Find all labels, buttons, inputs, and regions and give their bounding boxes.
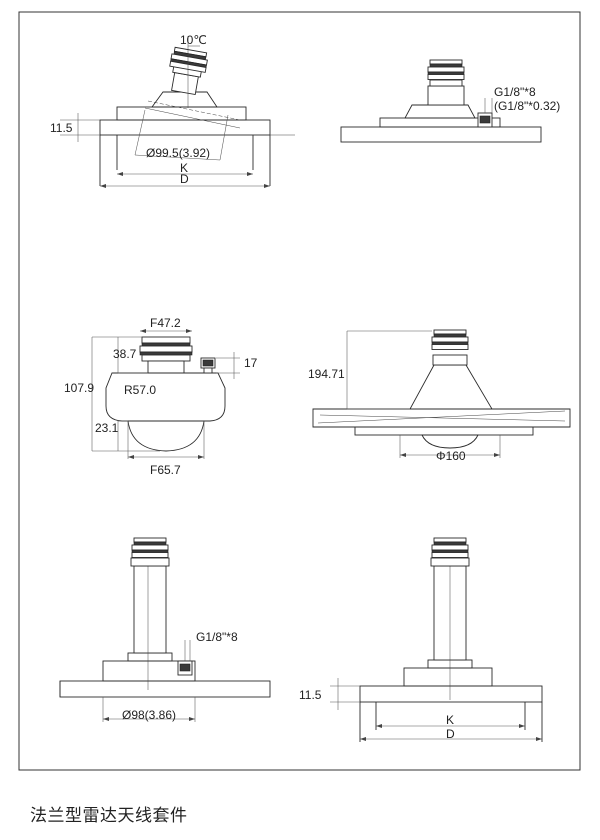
label-v2-thread-inch: (G1/8"*0.32) (494, 99, 560, 113)
label-v4-height: 194.71 (308, 367, 345, 381)
view-flange-tilted (60, 36, 295, 188)
label-angle: 10℃ (180, 33, 207, 47)
label-v2-thread: G1/8"*8 (494, 85, 536, 99)
view-sensor-dimensions (91, 329, 240, 459)
label-v5-diameter: Ø98(3.86) (122, 708, 176, 722)
label-v3-total-height: 107.9 (64, 381, 94, 395)
label-v1-k: K (180, 161, 188, 175)
label-v6-height: 11.5 (299, 688, 322, 702)
label-v4-diameter: Φ160 (436, 449, 466, 463)
view-horn-flange (312, 329, 571, 458)
view-tube-fitting (59, 537, 271, 722)
label-v1-d: D (180, 172, 189, 186)
label-v3-port-height: 17 (244, 356, 258, 370)
label-v3-radius: R57.0 (124, 383, 156, 397)
label-v1-height: 11.5 (50, 121, 73, 135)
view-tube-flange (330, 537, 543, 742)
label-v5-thread: G1/8"*8 (196, 630, 238, 644)
drawing-caption: 法兰型雷达天线套件 (30, 806, 188, 826)
label-v3-cap-height: 38.7 (113, 347, 137, 361)
drawing-frame (18, 11, 581, 771)
label-v6-d: D (446, 727, 455, 741)
label-v3-f-bottom: F65.7 (150, 463, 181, 477)
label-v6-k: K (446, 713, 454, 727)
label-v3-dome-height: 23.1 (95, 421, 119, 435)
view-flange-side (340, 59, 542, 143)
label-v3-f-top: F47.2 (150, 316, 181, 330)
label-v1-diameter: Ø99.5(3.92) (146, 146, 210, 160)
